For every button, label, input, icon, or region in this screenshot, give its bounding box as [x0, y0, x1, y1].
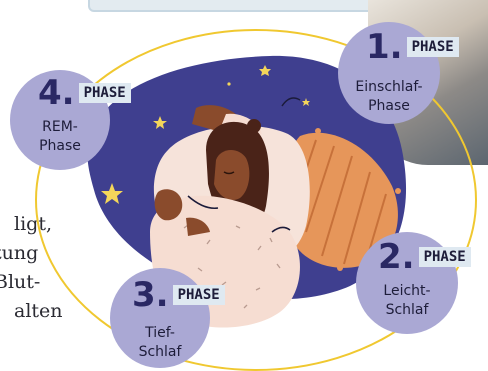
phase-name-line: Leicht- [383, 283, 431, 299]
phase-tag: PHASE [418, 247, 471, 267]
phase-tag: PHASE [406, 37, 459, 57]
phase-2-badge: 2. PHASE Leicht- Schlaf [356, 232, 471, 334]
forearm [186, 217, 210, 236]
phase-name-line: Phase [39, 138, 81, 154]
phase-4-badge: 4. PHASE REM- Phase [10, 70, 131, 170]
text-line: ligt, [14, 213, 52, 235]
phase-tag: PHASE [172, 285, 225, 305]
phase-name-line: Tief- [145, 325, 175, 341]
phase-3-badge: 3. PHASE Tief- Schlaf [110, 268, 225, 368]
text-line: Blut- [0, 271, 41, 293]
star-icon [259, 65, 271, 76]
cycle-ring [35, 29, 477, 371]
orange-pillow [283, 132, 398, 268]
phase-name-line: REM- [42, 119, 78, 135]
phase-name: REM- Phase [10, 118, 110, 156]
star-icon [302, 98, 310, 106]
text-line: tung [0, 242, 39, 264]
phase-number: 3. [132, 275, 169, 315]
phase-number: 2. [378, 237, 415, 277]
pillow-tassel [395, 188, 401, 194]
phase-tag: PHASE [78, 83, 131, 103]
phase-1-badge: 1. PHASE Einschlaf- Phase [338, 22, 459, 124]
hugging-hand [154, 189, 183, 221]
phase-name: Einschlaf- Phase [338, 78, 440, 116]
pillow-tassel [337, 265, 343, 271]
pillow-tassel [315, 128, 321, 134]
motion-lines [187, 97, 301, 233]
phase-name: Leicht- Schlaf [356, 282, 458, 320]
text-line: alten [14, 300, 63, 322]
hair-bun [247, 119, 261, 133]
phase-name-line: Schlaf [138, 344, 182, 360]
phase-name-line: Einschlaf- [355, 79, 423, 95]
phase-name: Tief- Schlaf [110, 324, 210, 362]
star-icon [153, 116, 167, 129]
star-dot [227, 82, 231, 86]
phase-name-line: Schlaf [385, 302, 429, 318]
closed-eye [223, 171, 235, 175]
phase-number: 1. [366, 27, 403, 67]
phase-name-line: Phase [368, 98, 410, 114]
star-icon [101, 183, 123, 204]
phase-number: 4. [38, 73, 75, 113]
face [214, 149, 250, 201]
